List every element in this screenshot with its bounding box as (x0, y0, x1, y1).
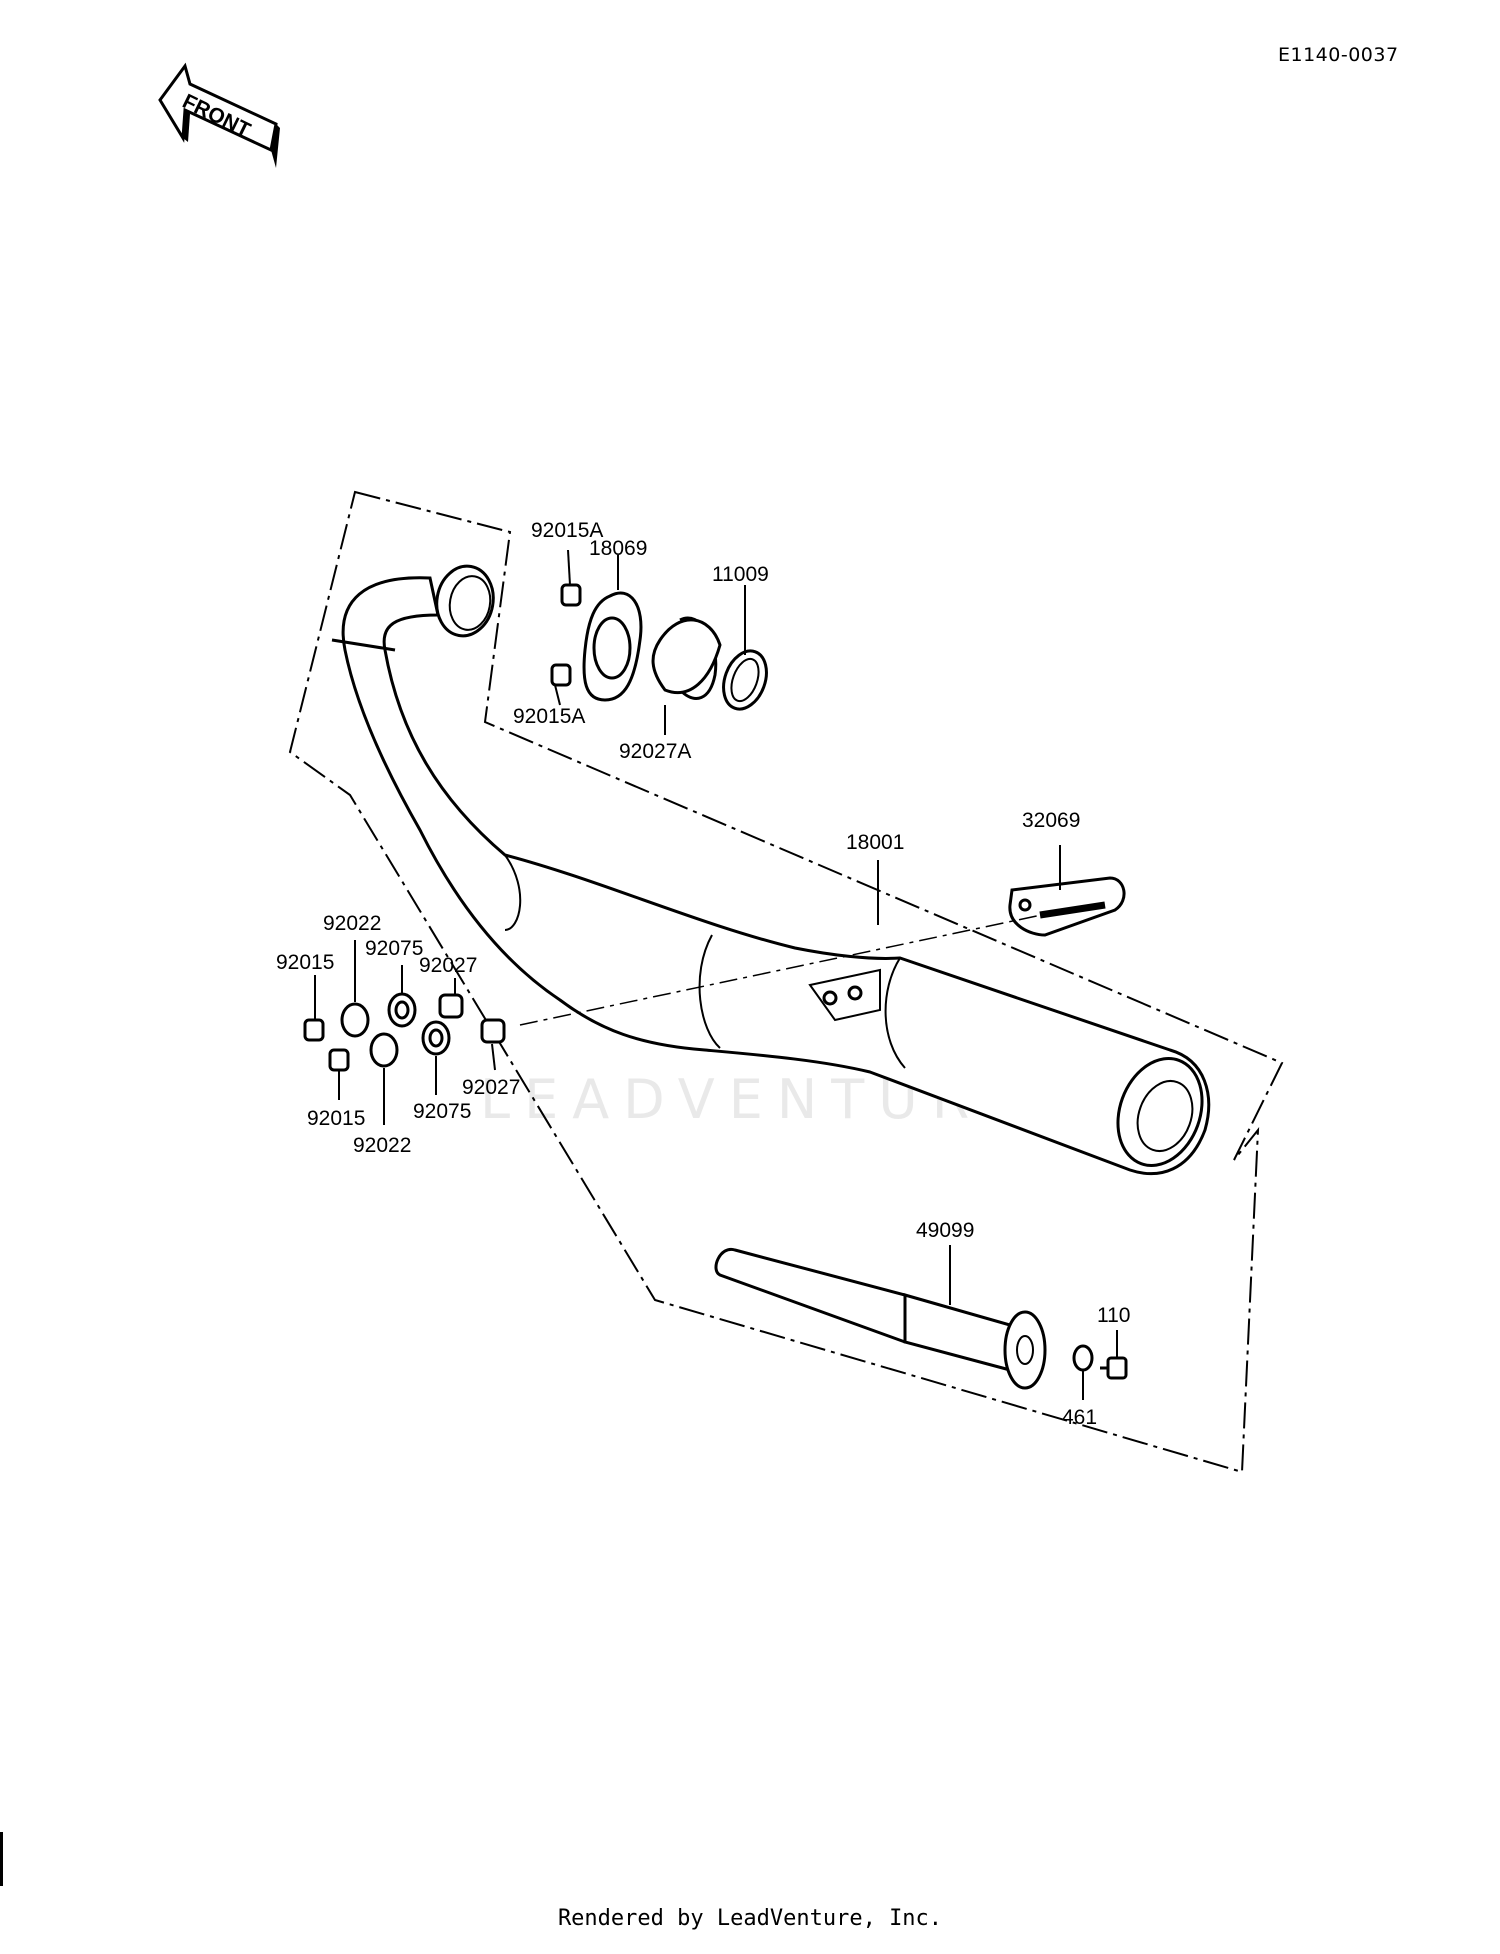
part-18069: 18069 (589, 537, 647, 560)
part-110: 110 (1097, 1304, 1130, 1327)
spark-arrestor-49099 (714, 1247, 1047, 1390)
washer-461-icon (1072, 1344, 1094, 1372)
flange-18069 (582, 591, 643, 702)
part-18001: 18001 (846, 831, 904, 854)
bracket-leader (519, 909, 1066, 1026)
part-92022-bottom: 92022 (353, 1134, 411, 1157)
collar-92027-bottom-icon (480, 1018, 506, 1044)
part-92027A: 92027A (619, 740, 691, 763)
part-11009: 11009 (712, 563, 769, 586)
part-92027-top: 92027 (419, 954, 477, 977)
part-461: 461 (1062, 1406, 1097, 1429)
part-92022-top: 92022 (323, 912, 381, 935)
diagram-code: E1140-0037 (1278, 44, 1399, 66)
nut-92015A-bottom-icon (550, 663, 572, 687)
part-92015A-bottom: 92015A (513, 705, 585, 728)
nut-92015-top-icon (303, 1018, 325, 1042)
part-92075-top: 92075 (365, 937, 423, 960)
collar-92027-top-icon (438, 993, 464, 1019)
gasket-11009 (722, 649, 768, 711)
part-92075-bottom: 92075 (413, 1100, 471, 1123)
assembly-outline (288, 490, 1284, 1474)
part-32069: 32069 (1022, 809, 1080, 832)
nut-92015-bottom-icon (328, 1048, 350, 1072)
bolt-110-icon (1100, 1356, 1128, 1380)
leader-lines (314, 549, 1118, 1400)
part-92015A-top: 92015A (531, 519, 603, 542)
part-92015-bottom: 92015 (307, 1107, 365, 1130)
exhaust-pipe-18001 (331, 564, 1211, 1176)
washer-92022-top-icon (340, 1002, 370, 1038)
part-92015-top: 92015 (276, 951, 334, 974)
mount-hardware (303, 992, 506, 1072)
edge-mark (0, 1832, 3, 1886)
washer-92022-bottom-icon (369, 1032, 399, 1068)
front-arrow-icon: FRONT (158, 62, 280, 168)
footer-credit: Rendered by LeadVenture, Inc. (557, 1906, 943, 1931)
bracket-32069 (1008, 876, 1126, 937)
clamp-92027A (651, 616, 722, 700)
nut-92015A-top-icon (560, 583, 582, 607)
part-92027-bottom: 92027 (462, 1076, 520, 1099)
part-49099: 49099 (916, 1219, 974, 1242)
